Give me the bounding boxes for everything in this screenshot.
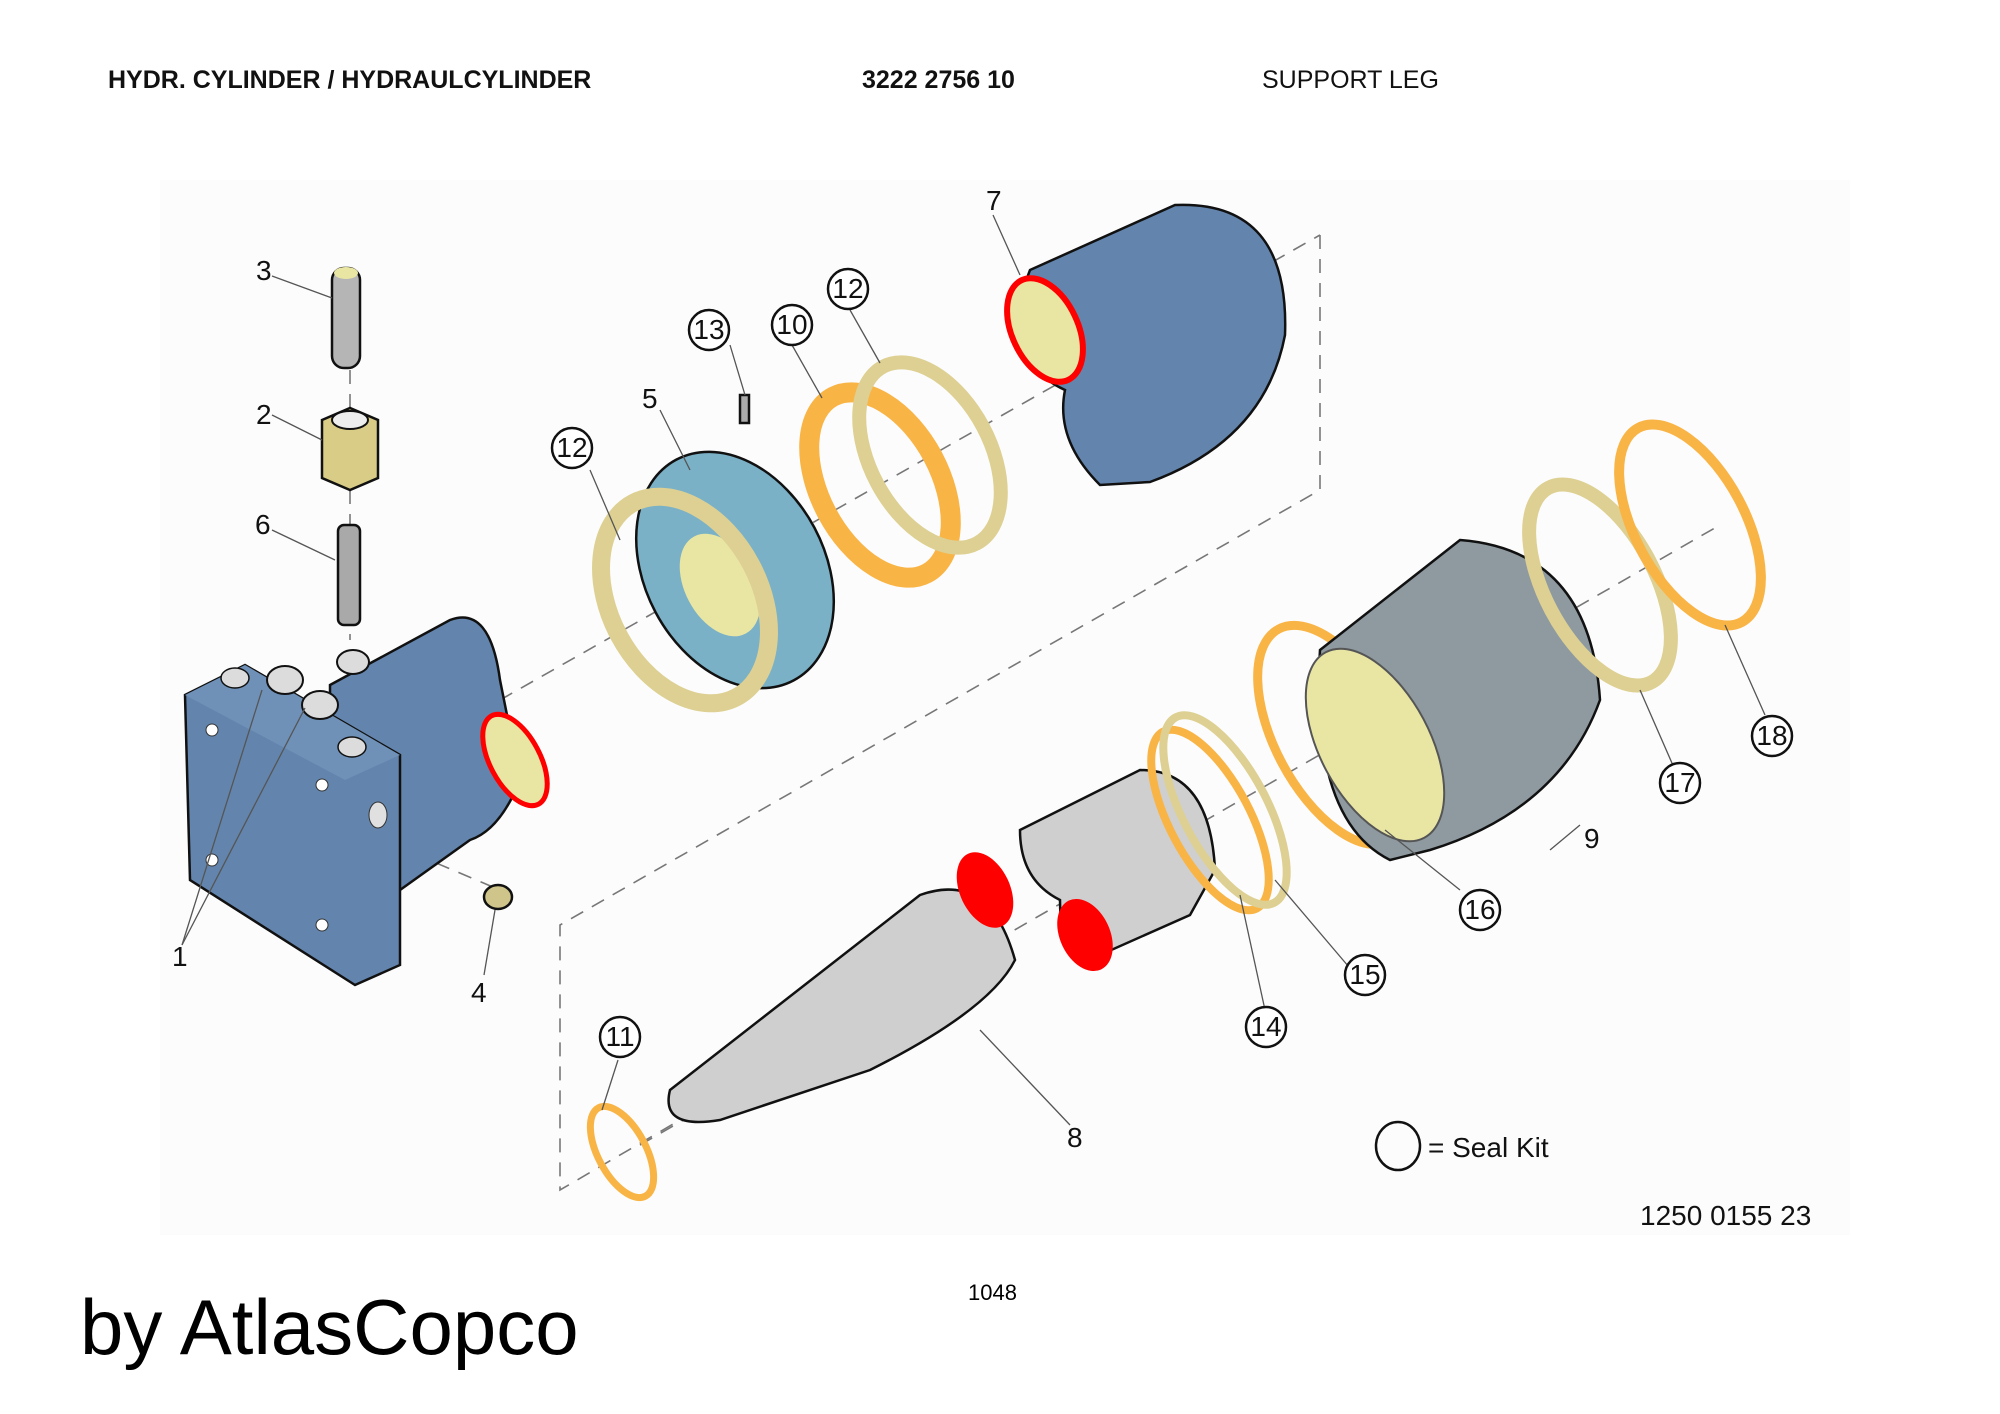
- part-2-hex-nut[interactable]: [320, 406, 380, 492]
- part-7-barrel[interactable]: [992, 203, 1287, 487]
- part-12-ring-left[interactable]: [567, 468, 803, 733]
- callout-12-right: 12: [832, 273, 863, 304]
- part-10-ring[interactable]: [780, 369, 980, 602]
- callout-13: 13: [693, 314, 724, 345]
- part-8-rod[interactable]: [667, 843, 1025, 1124]
- drawing-number: 1250 0155 23: [1640, 1200, 1811, 1231]
- callout-9: 9: [1584, 823, 1600, 854]
- seal-kit-legend-text: = Seal Kit: [1428, 1132, 1549, 1163]
- callout-4: 4: [471, 977, 487, 1008]
- part-6-nipple[interactable]: [336, 523, 362, 627]
- callout-16: 16: [1464, 894, 1495, 925]
- part-15-ring[interactable]: [1139, 698, 1312, 923]
- part-18-ring[interactable]: [1590, 402, 1790, 648]
- part-11-ring[interactable]: [577, 1097, 666, 1208]
- part-1-cylinder-block[interactable]: [183, 616, 561, 987]
- part-9-gland[interactable]: [1277, 538, 1602, 864]
- callout-14: 14: [1250, 1011, 1281, 1042]
- brand-footer: by AtlasCopco: [80, 1283, 579, 1371]
- part-13-set-screw: [738, 393, 751, 425]
- callout-3: 3: [256, 255, 272, 286]
- assembly-part-number: 3222 2756 10: [862, 66, 1015, 94]
- callout-17: 17: [1664, 767, 1695, 798]
- callout-11: 11: [605, 1021, 634, 1052]
- document-title: HYDR. CYLINDER / HYDRAULCYLINDER: [108, 66, 592, 94]
- seal-kit-legend-icon: [1374, 1120, 1422, 1172]
- assembly-subtitle: SUPPORT LEG: [1262, 66, 1439, 94]
- callout-12-left: 12: [556, 432, 587, 463]
- upper-axis-line: [499, 234, 1321, 701]
- page-number: 1048: [968, 1280, 1017, 1305]
- callout-6: 6: [255, 509, 271, 540]
- leader-lines: [181, 214, 1766, 1126]
- circled-callouts: 10 11 12 12 13 14 15 16 17 18: [550, 267, 1794, 1059]
- callout-8: 8: [1067, 1122, 1083, 1153]
- part-12-ring-right[interactable]: [830, 339, 1030, 572]
- callout-2: 2: [256, 399, 272, 430]
- callout-18: 18: [1756, 720, 1787, 751]
- callout-7: 7: [986, 185, 1002, 216]
- callout-1: 1: [172, 941, 188, 972]
- callout-15: 15: [1349, 959, 1380, 990]
- callout-10: 10: [776, 309, 807, 340]
- callout-5: 5: [642, 383, 658, 414]
- part-3-pin[interactable]: [330, 266, 362, 370]
- part-4-plug[interactable]: [482, 883, 514, 911]
